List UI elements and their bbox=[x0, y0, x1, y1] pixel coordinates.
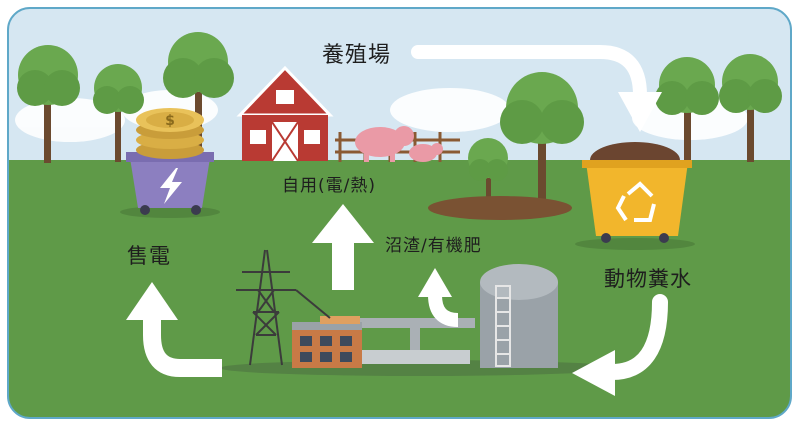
tree-left-1 bbox=[17, 45, 80, 163]
biogas-plant bbox=[220, 264, 620, 376]
pig-large bbox=[355, 126, 414, 162]
recycle-icon bbox=[615, 181, 656, 222]
arrow-manure-to-plant bbox=[572, 294, 668, 396]
tree-center bbox=[500, 72, 584, 207]
tree-right-1 bbox=[655, 57, 719, 162]
tree-right-2 bbox=[719, 54, 782, 162]
self-use-label: 自用(電/熱) bbox=[282, 176, 376, 196]
arrow-plant-to-self-use bbox=[312, 204, 374, 290]
frame-border bbox=[7, 7, 792, 419]
pig-small bbox=[409, 143, 443, 162]
soil-mound bbox=[428, 196, 572, 220]
money-coin-icon: $ bbox=[136, 108, 204, 159]
arrow-farm-to-bin bbox=[411, 45, 662, 132]
sell-power-label: 售電 bbox=[127, 244, 171, 268]
barn bbox=[236, 65, 334, 162]
tree-small bbox=[468, 138, 508, 208]
manure-bin bbox=[575, 142, 695, 250]
tree-left-2 bbox=[93, 64, 144, 162]
power-sale-bin: $ bbox=[120, 108, 220, 218]
arrow-plant-to-digestate bbox=[418, 268, 459, 327]
lightning-icon bbox=[160, 168, 182, 204]
digestate-label: 沼渣/有機肥 bbox=[385, 236, 482, 256]
farm-label: 養殖場 bbox=[322, 43, 392, 68]
arrow-plant-to-sell bbox=[126, 282, 222, 377]
transmission-tower bbox=[236, 249, 331, 366]
manure-water-label: 動物糞水 bbox=[604, 267, 692, 291]
svg-text:$: $ bbox=[165, 113, 175, 129]
